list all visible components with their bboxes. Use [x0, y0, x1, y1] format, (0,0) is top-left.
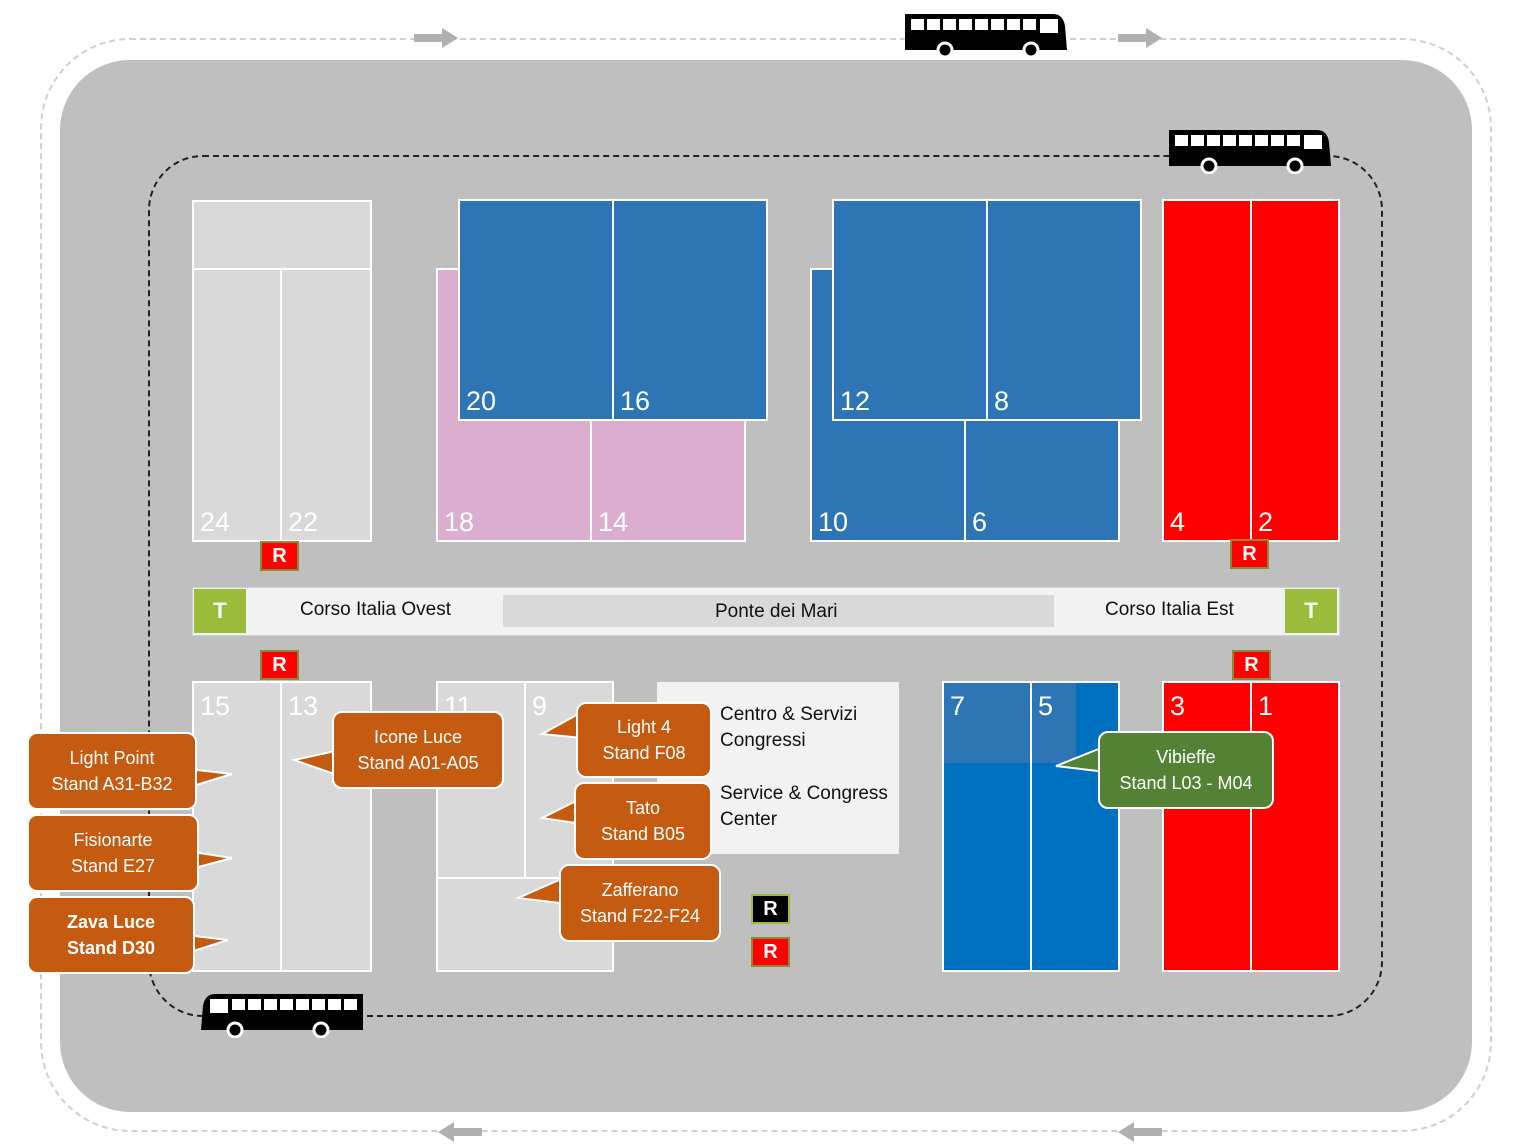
exhibitor-callout-icone-luce[interactable]: Icone Luce Stand A01-A05	[332, 711, 504, 789]
hall-16[interactable]: 16	[612, 199, 768, 421]
exhibitor-callout-tato[interactable]: Tato Stand B05	[574, 782, 712, 860]
hall-7-upper	[944, 683, 1030, 763]
bus-icon	[1169, 130, 1331, 174]
restaurant-marker[interactable]: R	[751, 894, 790, 924]
bus-icon	[905, 14, 1067, 58]
hall-15[interactable]: 15	[192, 681, 282, 972]
congress-center-label-it: Centro & Servizi Congressi	[720, 702, 857, 754]
exhibitor-stand: Stand F08	[602, 743, 686, 763]
exhibitor-name: Vibieffe	[1156, 747, 1216, 767]
congress-center-line: Centro & Servizi	[720, 704, 858, 725]
hall-number: 4	[1170, 507, 1186, 537]
hall-number: 1	[1258, 691, 1274, 721]
restaurant-marker[interactable]: R	[1230, 539, 1269, 569]
exhibitor-callout-vibieffe[interactable]: Vibieffe Stand L03 - M04	[1098, 731, 1274, 809]
hall-number: 20	[466, 386, 497, 416]
exhibitor-stand: Stand B05	[600, 824, 686, 844]
exhibitor-stand: Stand F22-F24	[579, 906, 701, 926]
hall-number: 12	[840, 386, 871, 416]
route-arrow-icon	[1118, 28, 1162, 48]
hall-8[interactable]: 8	[986, 199, 1142, 421]
hall-1[interactable]: 1	[1250, 681, 1340, 972]
hall-number: 5	[1038, 691, 1054, 721]
hall-number: 18	[444, 507, 475, 537]
exhibitor-stand: Stand E27	[70, 856, 156, 876]
hall-4[interactable]: 4	[1162, 199, 1252, 542]
restaurant-marker[interactable]: R	[1232, 650, 1271, 680]
congress-center-label-en: Service & Congress Center	[720, 781, 888, 833]
hall-number: 10	[818, 507, 849, 537]
hall-22[interactable]: 22	[280, 268, 372, 542]
congress-center-line: Congressi	[720, 730, 806, 751]
hall-number: 13	[288, 691, 319, 721]
restaurant-marker[interactable]: R	[260, 650, 299, 680]
exhibitor-callout-zafferano[interactable]: Zafferano Stand F22-F24	[559, 864, 721, 942]
hall-number: 3	[1170, 691, 1186, 721]
taxi-marker[interactable]: T	[194, 589, 246, 633]
route-arrow-icon	[1118, 1122, 1162, 1142]
hall-5-upper	[1032, 683, 1076, 763]
road-label-bridge: Ponte dei Mari	[715, 601, 838, 622]
hall-number: 15	[200, 691, 231, 721]
hall-number: 9	[532, 691, 548, 721]
restaurant-marker[interactable]: R	[751, 937, 790, 967]
hall-number: 2	[1258, 507, 1274, 537]
hall-number: 8	[994, 386, 1010, 416]
exhibitor-name: Zafferano	[601, 880, 679, 900]
hall-number: 24	[200, 507, 231, 537]
hall-5[interactable]: 5	[1030, 681, 1120, 972]
exhibitor-stand: Stand A31-B32	[51, 774, 173, 794]
route-arrow-icon	[438, 1122, 482, 1142]
road-label-east: Corso Italia Est	[1105, 599, 1234, 620]
exhibitor-name: Zava Luce	[66, 912, 156, 932]
exhibitor-callout-light-4[interactable]: Light 4 Stand F08	[576, 702, 712, 778]
exhibitor-callout-light-point[interactable]: Light Point Stand A31-B32	[27, 732, 197, 810]
road-label-west: Corso Italia Ovest	[300, 599, 451, 620]
hall-20[interactable]: 20	[458, 199, 614, 421]
congress-center-line: Service & Congress	[720, 783, 888, 804]
exhibitor-name: Light 4	[616, 717, 672, 737]
exhibitor-stand: Stand A01-A05	[357, 753, 479, 773]
route-arrow-icon	[414, 28, 458, 48]
exhibitor-name: Tato	[625, 798, 661, 818]
exhibitor-stand: Stand L03 - M04	[1119, 773, 1253, 793]
hall-number: 16	[620, 386, 651, 416]
hall-number: 6	[972, 507, 988, 537]
taxi-marker[interactable]: T	[1285, 589, 1337, 633]
restaurant-marker[interactable]: R	[260, 541, 299, 571]
hall-number: 22	[288, 507, 319, 537]
outer-shuttle-route	[40, 38, 1492, 1132]
exhibitor-name: Fisionarte	[73, 830, 153, 850]
exhibitor-name: Icone Luce	[373, 727, 463, 747]
bus-icon	[201, 994, 363, 1038]
hall-number: 14	[598, 507, 629, 537]
exhibitor-callout-fisionarte[interactable]: Fisionarte Stand E27	[27, 814, 199, 892]
hall-number: 7	[950, 691, 966, 721]
ponte-dei-mari	[503, 595, 1054, 627]
hall-2[interactable]: 2	[1250, 199, 1340, 542]
exhibitor-stand: Stand D30	[66, 938, 156, 958]
exhibitor-name: Light Point	[69, 748, 155, 768]
exhibitor-callout-zava-luce[interactable]: Zava Luce Stand D30	[27, 896, 195, 974]
hall-7[interactable]: 7	[942, 681, 1032, 972]
congress-center-line: Center	[720, 809, 778, 830]
inner-shuttle-route	[148, 155, 1383, 1017]
